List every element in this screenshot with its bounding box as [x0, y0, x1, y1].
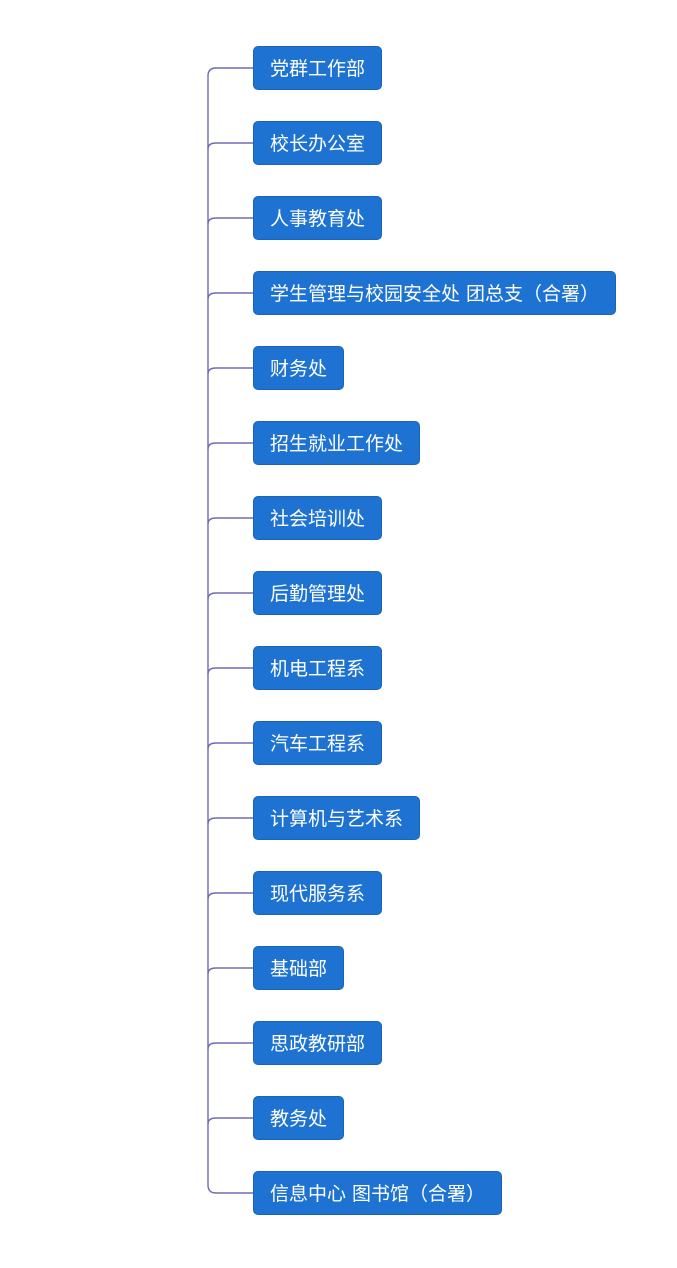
dept-node-4[interactable]: 学生管理与校园安全处 团总支（合署）: [253, 271, 617, 315]
dept-node-15[interactable]: 教务处: [253, 1096, 345, 1140]
connector-branch-15: [207, 1117, 253, 1125]
connector-branch-12: [207, 892, 253, 900]
dept-node-11[interactable]: 计算机与艺术系: [253, 796, 421, 840]
connector-branch-11: [207, 817, 253, 825]
dept-node-2[interactable]: 校长办公室: [253, 121, 383, 165]
dept-node-12[interactable]: 现代服务系: [253, 871, 383, 915]
connector-branch-8: [207, 592, 253, 600]
dept-node-9[interactable]: 机电工程系: [253, 646, 383, 690]
connector-branch-7: [207, 517, 253, 525]
dept-node-7[interactable]: 社会培训处: [253, 496, 383, 540]
dept-node-6[interactable]: 招生就业工作处: [253, 421, 421, 465]
connector-branch-6: [207, 442, 253, 450]
connector-branch-9: [207, 667, 253, 675]
connector-branch-13: [207, 967, 253, 975]
connector-branch-1: [207, 67, 253, 77]
connector-branch-5: [207, 367, 253, 375]
connector-branch-4: [207, 292, 253, 300]
connector-branch-16: [207, 1184, 253, 1194]
connector-branch-14: [207, 1042, 253, 1050]
dept-node-14[interactable]: 思政教研部: [253, 1021, 383, 1065]
connector-branch-10: [207, 742, 253, 750]
dept-node-8[interactable]: 后勤管理处: [253, 571, 383, 615]
dept-node-16[interactable]: 信息中心 图书馆（合署）: [253, 1171, 503, 1215]
dept-node-3[interactable]: 人事教育处: [253, 196, 383, 240]
connector-branch-2: [207, 142, 253, 150]
dept-node-5[interactable]: 财务处: [253, 346, 345, 390]
dept-node-1[interactable]: 党群工作部: [253, 46, 383, 90]
dept-node-10[interactable]: 汽车工程系: [253, 721, 383, 765]
dept-node-13[interactable]: 基础部: [253, 946, 345, 990]
connector-branch-3: [207, 217, 253, 225]
